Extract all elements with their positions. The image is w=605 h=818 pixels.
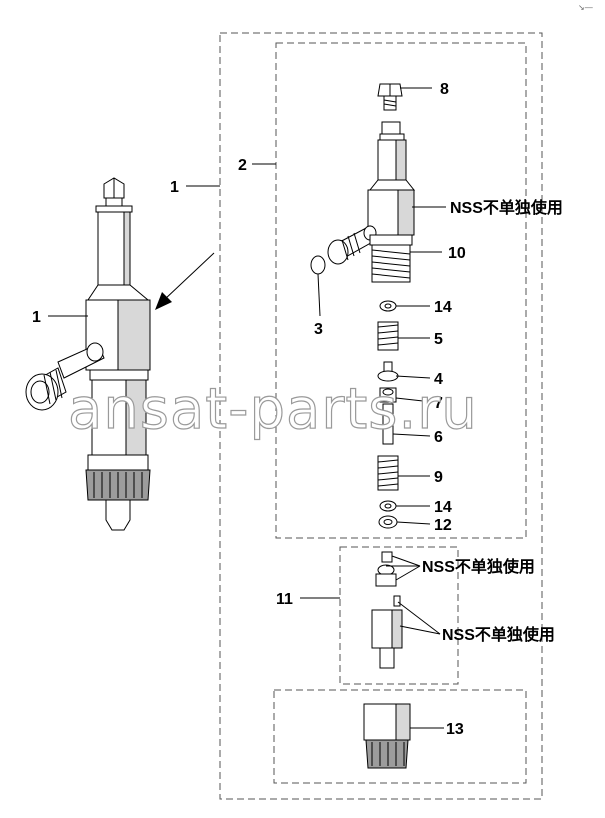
part-14-washer-upper [379,300,397,312]
part-10-injector-body [327,121,416,283]
callout-10: 10 [448,245,466,262]
callout-14-upper: 14 [434,299,452,316]
part-4-spring-seat [377,361,399,382]
callout-13: 13 [446,721,464,738]
cap-nut-frame [273,689,527,784]
callout-5: 5 [434,331,443,348]
part-14-washer-lower [379,500,397,512]
nozzle-frame [339,546,459,685]
inner-subassembly-frame [275,42,527,539]
assembled-injector-illustration [25,177,151,531]
part-11-nozzle-assembly [371,551,403,669]
part-9-spring [377,455,399,491]
callout-6: 6 [434,429,443,446]
callout-11: 11 [276,591,293,608]
leader-lines [48,87,446,729]
callout-7: 7 [434,395,443,412]
callout-nss-body: NSS不单独使用 [450,198,563,217]
callout-nss-nozzle: NSS不单独使用 [442,625,555,644]
callout-12: 12 [434,517,452,534]
part-3-o-ring [310,255,326,275]
callout-1-left: 1 [32,309,41,326]
callout-8: 8 [440,81,449,98]
part-6-push-rod [382,403,394,445]
callout-3: 3 [314,321,323,338]
part-7-shim [379,387,397,403]
callout-2: 2 [238,157,247,174]
part-13-cap-nut [363,703,411,769]
callout-1-frame: 1 [170,179,179,196]
callout-4: 4 [434,371,443,388]
part-5-spring [377,321,399,351]
callout-nss-pins: NSS不单独使用 [422,557,535,576]
direction-arrow [155,252,215,310]
callout-9: 9 [434,469,443,486]
watermark: ansat-parts.ru [68,377,478,442]
part-12-washer [378,515,398,529]
part-8-bolt [377,83,403,111]
callout-14-lower: 14 [434,499,452,516]
outer-assembly-frame [219,32,543,800]
corner-mark: ↘— [578,3,593,12]
